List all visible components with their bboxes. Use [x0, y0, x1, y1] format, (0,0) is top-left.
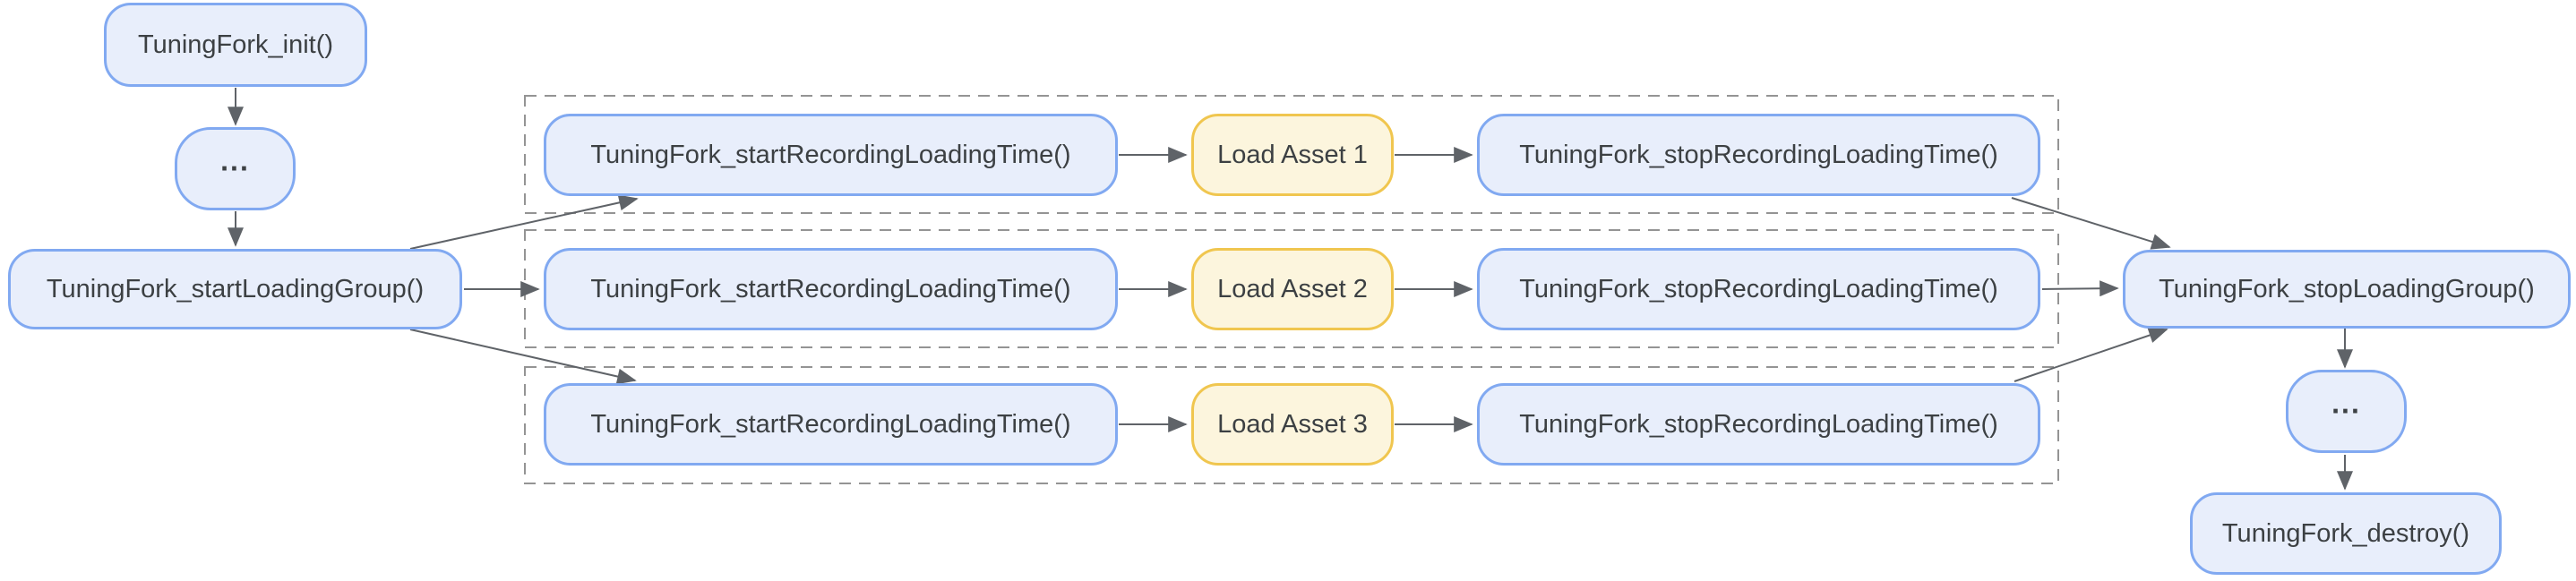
arrow-row2-to-stop-group [2041, 280, 2119, 297]
node-row2-load-asset: Load Asset 2 [1191, 248, 1394, 330]
node-row1-stop-recording-label: TuningFork_stopRecordingLoadingTime() [1519, 140, 1998, 169]
node-row3-stop-recording-label: TuningFork_stopRecordingLoadingTime() [1519, 409, 1998, 439]
arrow-start-group-to-row1 [409, 194, 639, 250]
arrow-row1-to-stop-group [2011, 197, 2171, 250]
node-tuningfork-destroy: TuningFork_destroy() [2190, 492, 2502, 575]
node-ellipsis-top: ... [175, 127, 296, 210]
node-row2-stop-recording: TuningFork_stopRecordingLoadingTime() [1477, 248, 2040, 330]
node-row3-start-recording: TuningFork_startRecordingLoadingTime() [544, 383, 1118, 466]
arrow-start-group-to-row3 [409, 329, 637, 385]
node-row2-load-asset-label: Load Asset 2 [1217, 274, 1368, 303]
asset-group-3-frame [524, 366, 2059, 484]
node-ellipsis-bottom-label: ... [2331, 386, 2361, 419]
node-tuningfork-init: TuningFork_init() [104, 3, 367, 87]
node-row2-start-recording: TuningFork_startRecordingLoadingTime() [544, 248, 1118, 330]
node-row3-start-recording-label: TuningFork_startRecordingLoadingTime() [590, 409, 1071, 439]
node-tuningfork-destroy-label: TuningFork_destroy() [2221, 518, 2470, 548]
node-row1-start-recording-label: TuningFork_startRecordingLoadingTime() [590, 140, 1071, 169]
node-start-loading-group-label: TuningFork_startLoadingGroup() [46, 274, 425, 303]
node-row3-load-asset-label: Load Asset 3 [1217, 409, 1368, 439]
node-tuningfork-init-label: TuningFork_init() [137, 30, 334, 59]
node-row1-stop-recording: TuningFork_stopRecordingLoadingTime() [1477, 114, 2040, 196]
node-stop-loading-group: TuningFork_stopLoadingGroup() [2123, 250, 2571, 329]
node-ellipsis-bottom: ... [2286, 370, 2407, 453]
node-row1-start-recording: TuningFork_startRecordingLoadingTime() [544, 114, 1118, 196]
arrow-row3-to-stop-group [2014, 327, 2168, 382]
node-stop-loading-group-label: TuningFork_stopLoadingGroup() [2159, 274, 2535, 303]
node-row1-load-asset-label: Load Asset 1 [1217, 140, 1368, 169]
node-row3-load-asset: Load Asset 3 [1191, 383, 1394, 466]
node-start-loading-group: TuningFork_startLoadingGroup() [8, 249, 462, 329]
node-ellipsis-top-label: ... [220, 143, 250, 176]
node-row1-load-asset: Load Asset 1 [1191, 114, 1394, 196]
node-row2-stop-recording-label: TuningFork_stopRecordingLoadingTime() [1519, 274, 1998, 303]
node-row3-stop-recording: TuningFork_stopRecordingLoadingTime() [1477, 383, 2040, 466]
node-row2-start-recording-label: TuningFork_startRecordingLoadingTime() [590, 274, 1071, 303]
asset-group-1-frame [524, 95, 2059, 214]
